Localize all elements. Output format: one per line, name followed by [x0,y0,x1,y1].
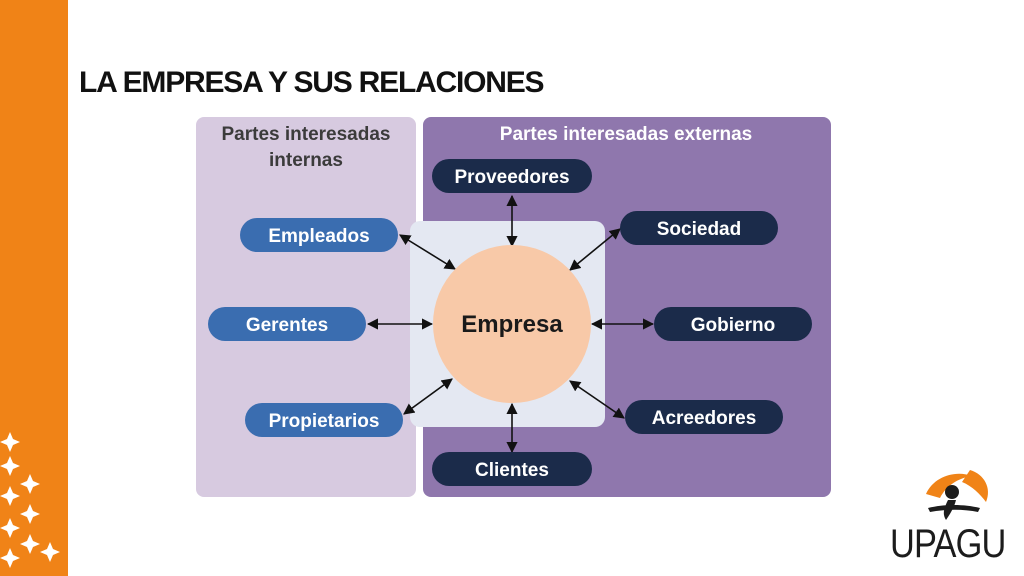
internal-header-line2: internas [269,150,343,171]
node-propietarios: Propietarios [245,403,403,437]
sparkle-decoration [0,432,60,568]
sparkle-icon [40,542,60,562]
sparkle-icon [20,504,40,524]
node-label: Sociedad [657,219,741,240]
node-gerentes: Gerentes [208,307,366,341]
internal-header-line1: Partes interesadas [222,124,391,145]
arrow-acreedores [569,380,625,419]
node-acreedores: Acreedores [625,400,783,434]
sparkle-icon [0,432,20,452]
node-sociedad: Sociedad [620,211,778,245]
center-label: Empresa [461,311,563,338]
sparkle-icon [0,456,20,476]
node-empleados: Empleados [240,218,398,252]
node-label: Proveedores [454,167,569,188]
sparkle-icon [0,486,20,506]
arrow-empleados [399,234,456,270]
node-gobierno: Gobierno [654,307,812,341]
node-label: Propietarios [269,411,380,432]
upagu-logo-text: UPAGU [890,522,1006,566]
node-label: Empleados [268,226,369,247]
node-proveedores: Proveedores [432,159,592,193]
node-label: Acreedores [652,408,757,429]
center-circle [433,245,591,403]
node-clientes: Clientes [432,452,592,486]
node-label: Clientes [475,460,549,481]
sparkle-icon [20,534,40,554]
slide-title: LA EMPRESA Y SUS RELACIONES [79,66,545,99]
arrow-propietarios [403,378,453,415]
node-label: Gobierno [691,315,775,336]
arrow-sociedad [569,228,621,271]
sparkle-icon [0,548,20,568]
upagu-logo-icon [926,470,989,520]
node-label: Gerentes [246,315,328,336]
sparkle-icon [20,474,40,494]
accent-side-bar [0,0,68,576]
sparkle-icon [0,518,20,538]
external-header: Partes interesadas externas [500,124,752,145]
